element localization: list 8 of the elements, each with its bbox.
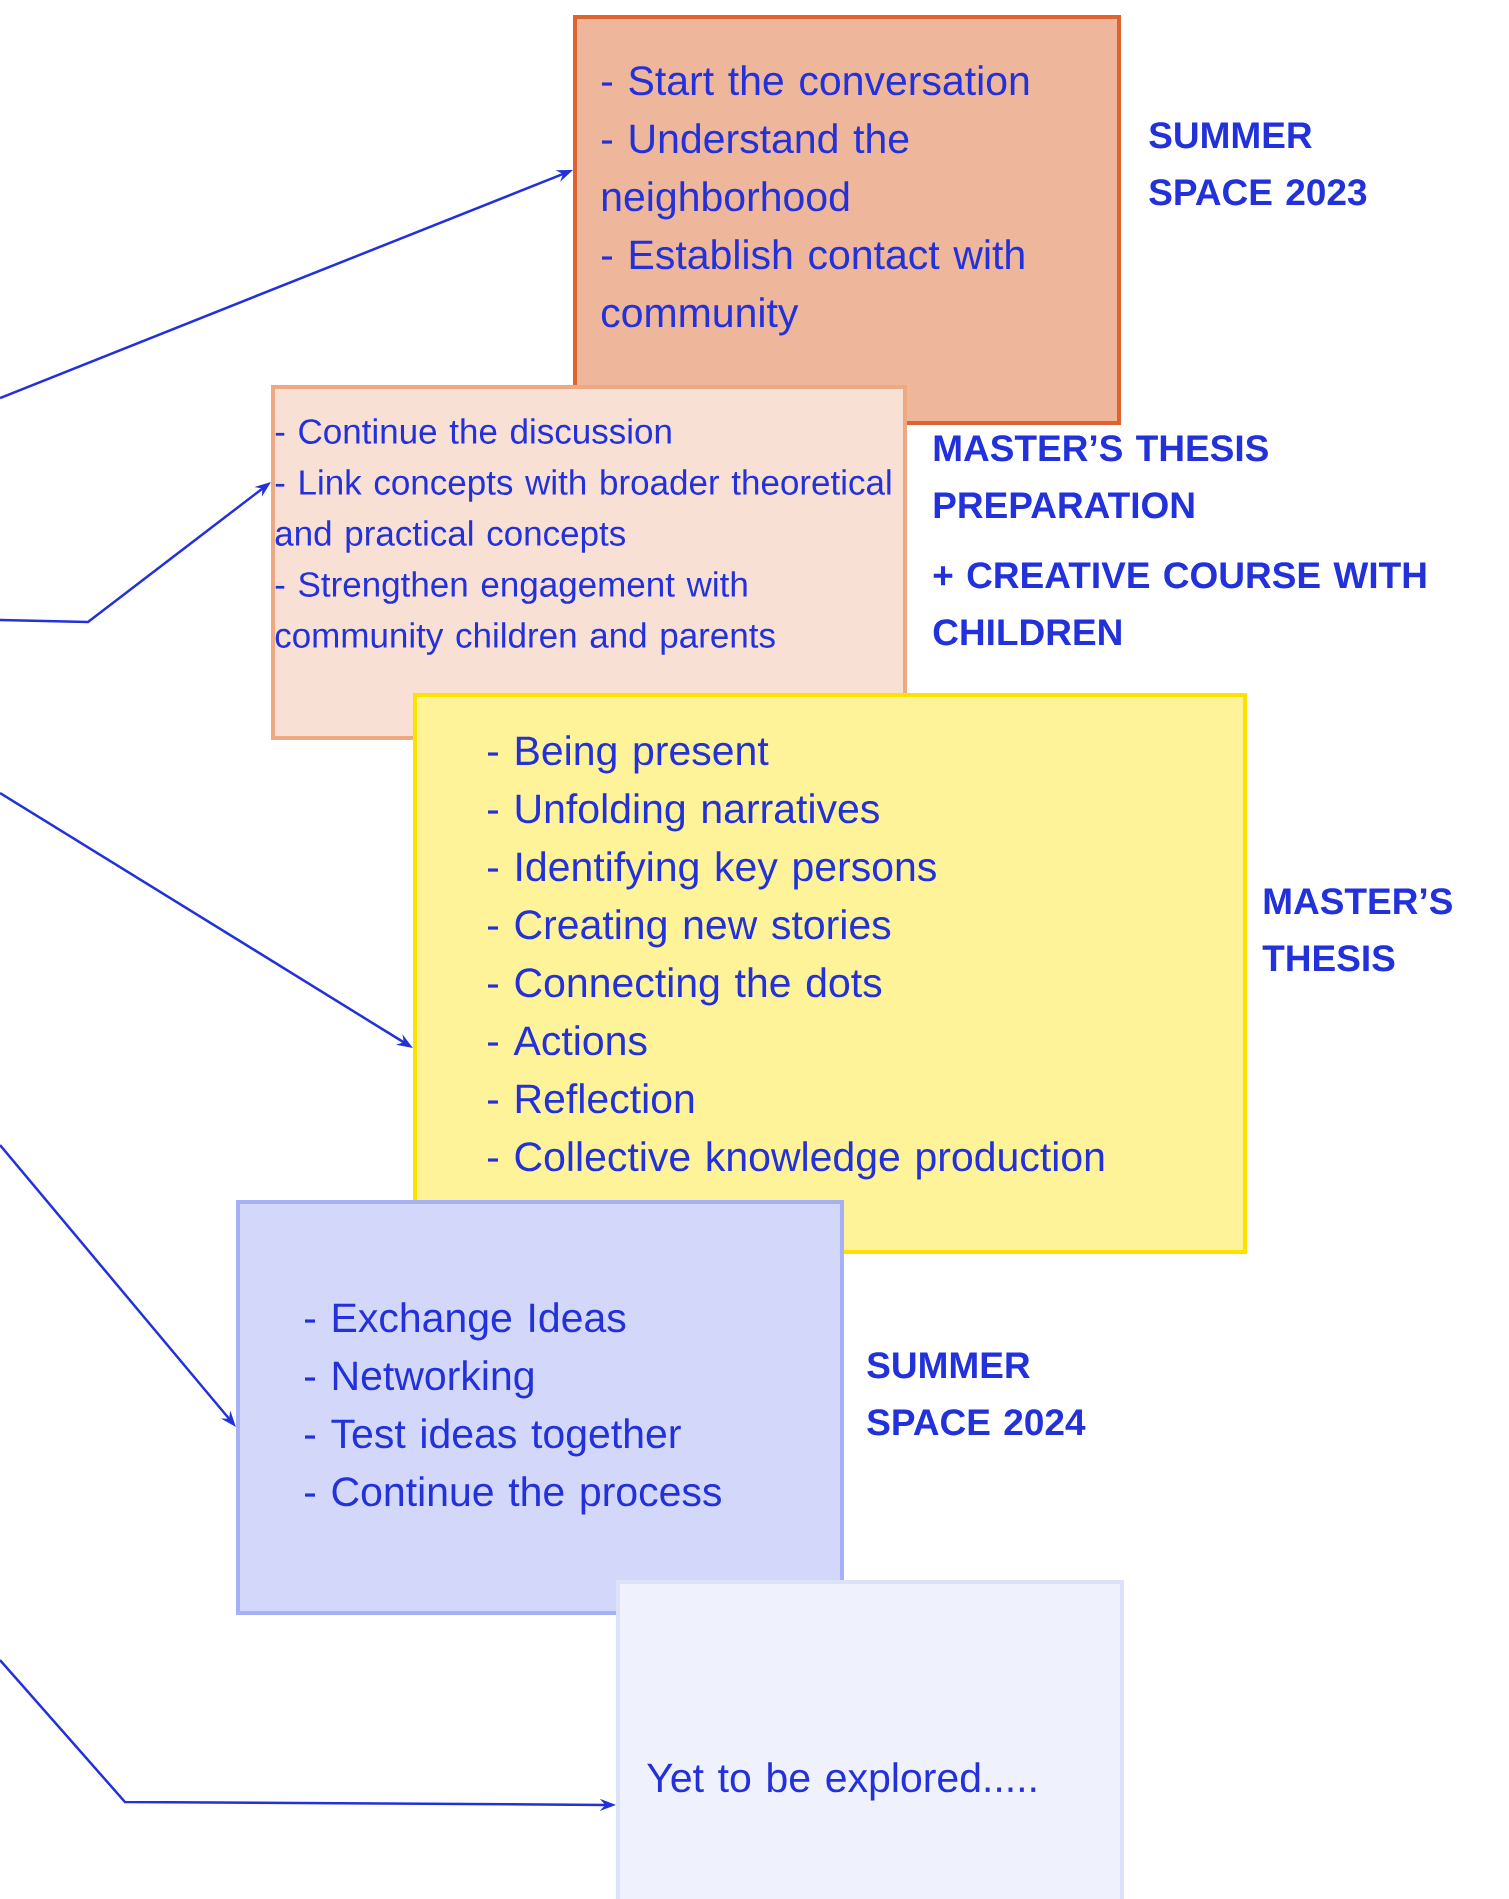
- note-box: - Exchange Ideas - Networking - Test ideas together - Continue the process: [236, 1200, 844, 1615]
- stage-label: MASTER’S THESIS PREPARATION: [934, 435, 1268, 519]
- stage-label: + CREATIVE COURSE WITH CHILDREN: [933, 562, 1426, 646]
- note-box: Yet to be explored.....: [616, 1580, 1124, 1899]
- stage-label: MASTER’S THESIS: [1262, 888, 1452, 972]
- stage-label: SUMMER SPACE 2023: [1149, 122, 1367, 206]
- note-box: - Being present - Unfolding narratives - Identifying key persons - Creating new stories - Connecting the dots - Actions - Reflection - Collective knowledge production: [413, 693, 1247, 1254]
- stage-label: SUMMER SPACE 2024: [867, 1352, 1086, 1436]
